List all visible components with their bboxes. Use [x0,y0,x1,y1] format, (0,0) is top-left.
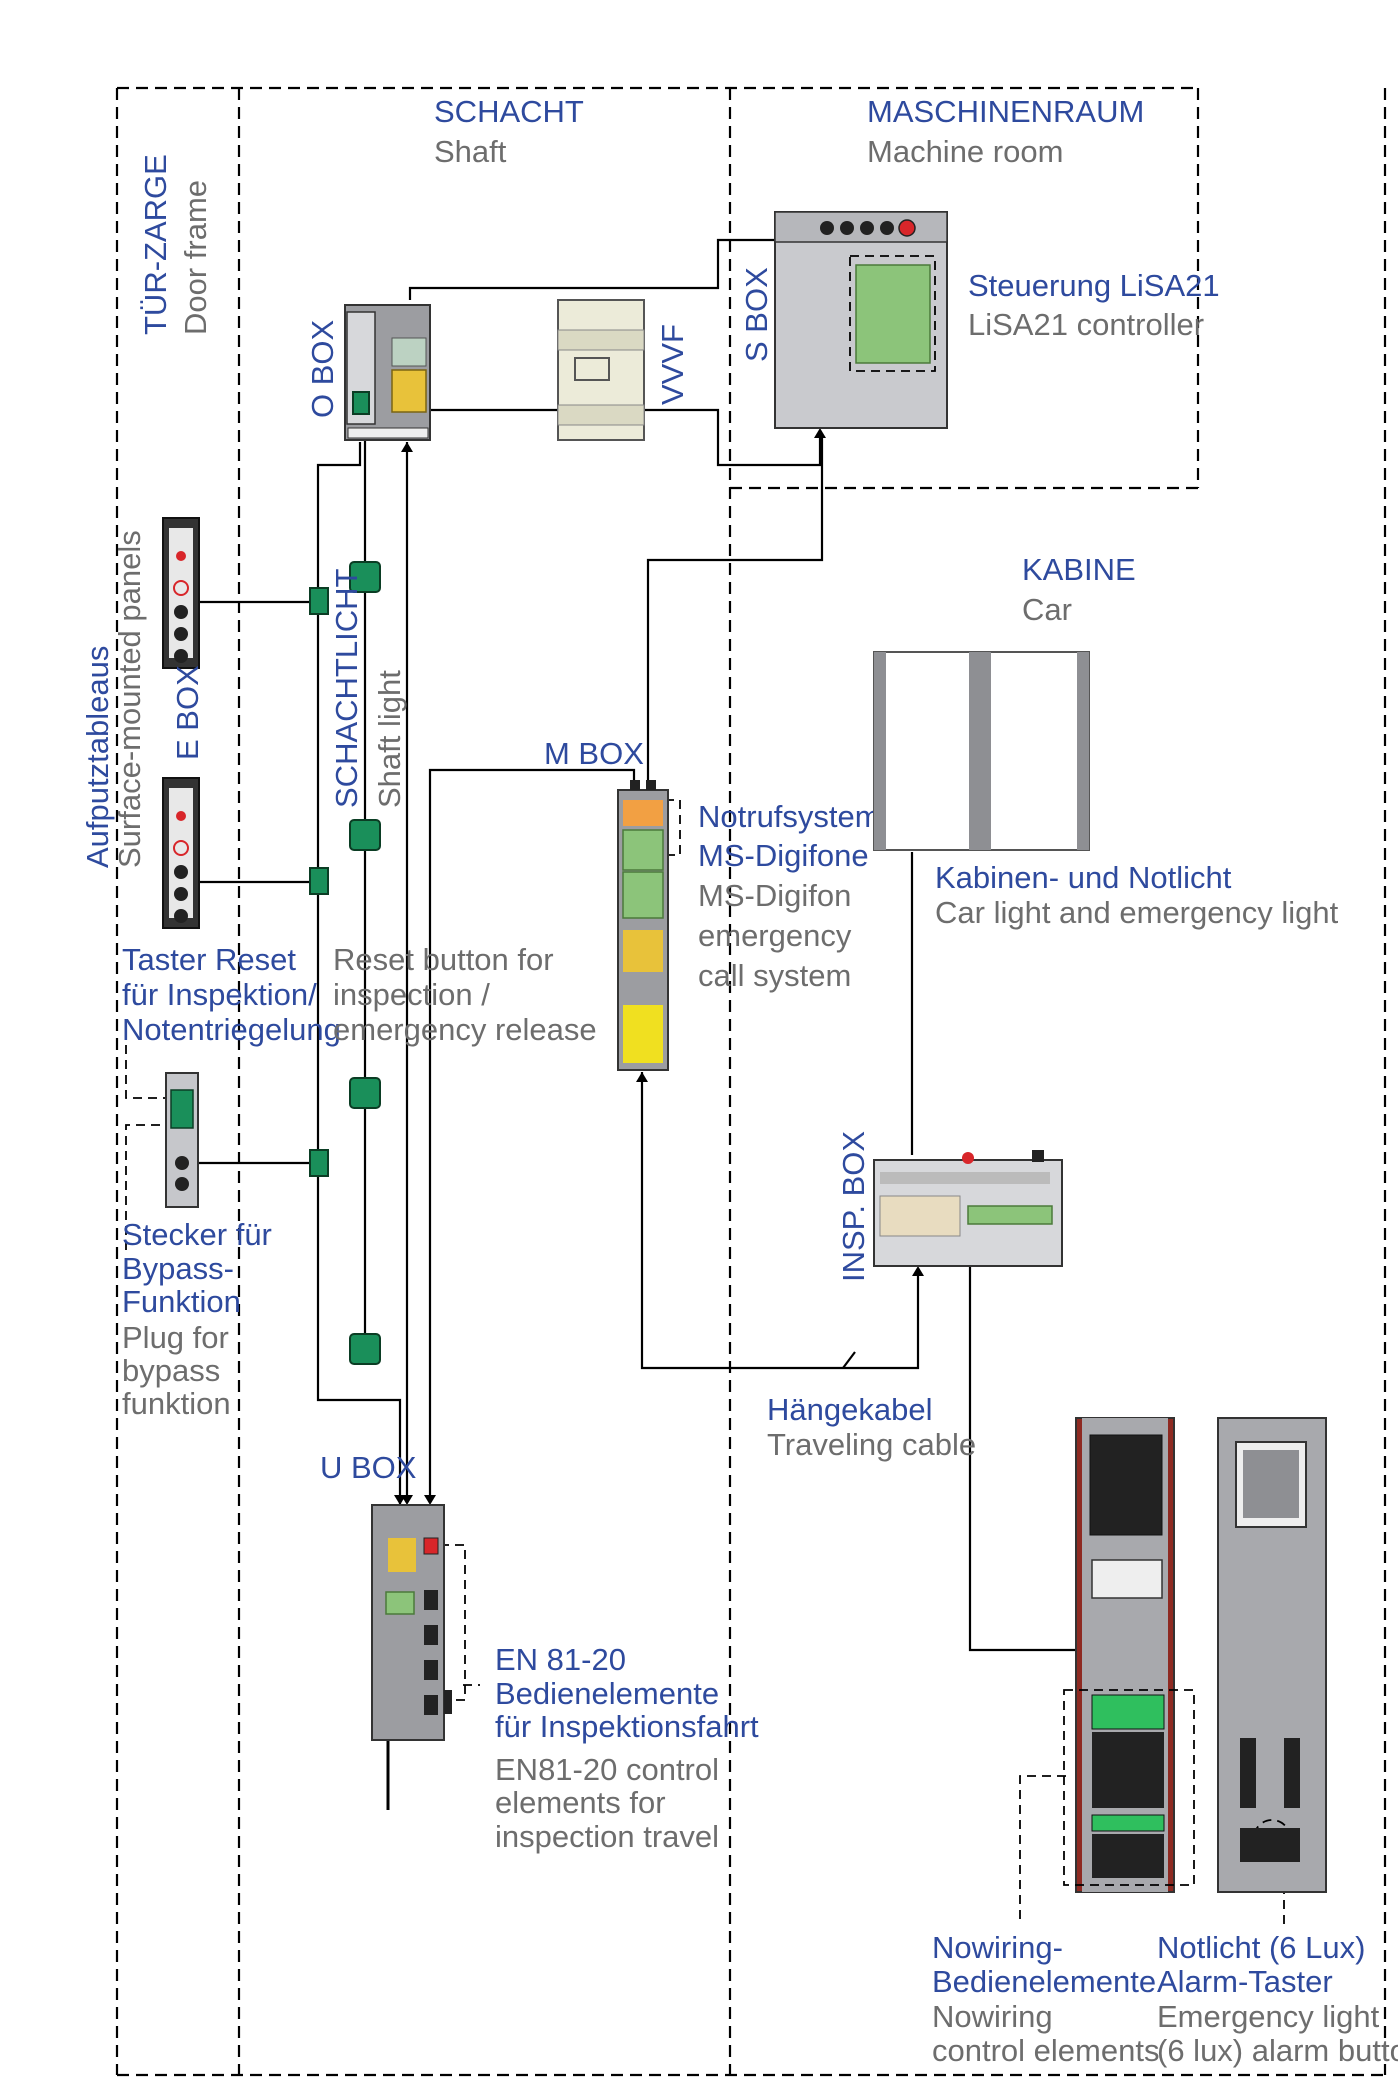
zone-shaft-de: SCHACHT [434,94,584,129]
nowiring-de-2: Bedienelemente [932,1964,1156,1999]
car-light-de: Kabinen- und Notlicht [935,860,1232,895]
inspection-controls-de-3: für Inspektionsfahrt [495,1709,759,1744]
emergency-light-de-1: Notlicht (6 Lux) [1157,1930,1365,1965]
nowiring-de-1: Nowiring- [932,1930,1063,1965]
m-box-label: M BOX [544,736,644,771]
m-box [617,780,669,1071]
vvvf-label: VVVF [655,324,690,405]
controller-en: LiSA21 controller [968,307,1204,342]
reset-button-de-2: für Inspektion/ [122,977,317,1012]
surface-panel-2 [162,777,200,929]
bypass-plug-en-2: bypass [122,1353,220,1388]
emergency-call-de-2: MS-Digifone [698,838,869,873]
u-box [371,1504,452,1741]
zone-car-de: KABINE [1022,552,1136,587]
car-light [873,651,1090,851]
nowiring-en-2: control elements [932,2033,1159,2068]
nowiring-panel [1063,1417,1195,1893]
surface-panels-de: Aufputztableaus [80,646,115,868]
inspection-controls-en-1: EN81-20 control [495,1752,719,1787]
bypass-plug [165,1072,199,1208]
reset-button-de-3: Notentriegelung [122,1012,341,1047]
zone-boundaries [115,86,1387,2077]
inspection-controls-de-1: EN 81-20 [495,1642,626,1677]
inspection-controls-en-3: inspection travel [495,1819,719,1854]
s-box-label: S BOX [739,267,774,362]
insp-box [873,1150,1063,1267]
emergency-light-en-1: Emergency light [1157,1999,1380,2034]
u-box-label: U BOX [320,1450,417,1485]
bypass-plug-de-3: Funktion [122,1284,241,1319]
inspection-controls-de-2: Bedienelemente [495,1676,719,1711]
reset-button-en-3: emergency release [333,1012,597,1047]
surface-panel-1 [162,517,200,669]
bypass-plug-de-2: Bypass- [122,1251,234,1286]
emergency-light-de-2: Alarm-Taster [1157,1964,1333,1999]
traveling-cable-de: Hängekabel [767,1392,932,1427]
bypass-plug-de-1: Stecker für [122,1217,272,1252]
o-box-label: O BOX [305,319,340,418]
controller-de: Steuerung LiSA21 [968,268,1220,303]
reset-button-de-1: Taster Reset [122,942,296,977]
emergency-light-panel [1217,1417,1327,1893]
vvvf-drive: VVVF [557,299,690,441]
o-box: O BOX [305,304,431,441]
arrowheads [394,428,924,1505]
reset-button-en-2: inspection / [333,977,490,1012]
zone-machine-room-en: Machine room [867,134,1063,169]
traveling-cable-en: Traveling cable [767,1427,976,1462]
s-box: S BOX [739,211,948,429]
e-box-label: E BOX [170,665,205,760]
car-light-en: Car light and emergency light [935,895,1339,930]
shaft-light-en: Shaft light [372,670,407,808]
zone-door-frame-de: TÜR-ZARGE [138,154,173,335]
emergency-call-de-1: Notrufsystem [698,799,881,834]
zone-shaft-en: Shaft [434,134,507,169]
emergency-call-en-3: call system [698,958,851,993]
shaft-connectors [309,561,381,1365]
zone-door-frame-en: Door frame [178,180,213,335]
insp-box-label: INSP. BOX [836,1131,871,1282]
emergency-call-en-1: MS-Digifon [698,878,851,913]
inspection-controls-en-2: elements for [495,1785,666,1820]
zone-machine-room-de: MASCHINENRAUM [867,94,1144,129]
reset-button-en-1: Reset button for [333,942,554,977]
bypass-plug-en-3: funktion [122,1386,231,1421]
surface-panels-en: Surface-mounted panels [112,530,147,868]
zone-titles: SCHACHT Shaft MASCHINENRAUM Machine room… [138,94,1144,627]
emergency-light-en-2: (6 lux) alarm button [1157,2033,1398,2068]
nowiring-en-1: Nowiring [932,1999,1053,2034]
bypass-plug-en-1: Plug for [122,1320,229,1355]
zone-car-en: Car [1022,592,1072,627]
emergency-call-en-2: emergency [698,918,852,953]
shaft-light-de: SCHACHTLICHT [329,569,364,808]
